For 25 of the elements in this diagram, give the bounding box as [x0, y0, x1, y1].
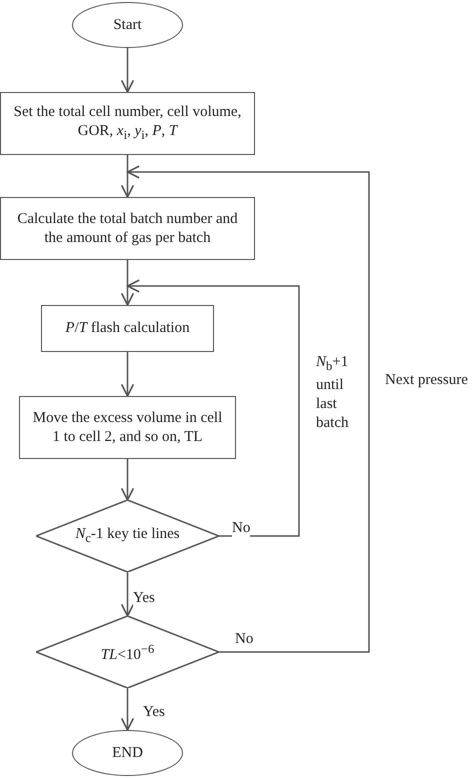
arrow	[120, 572, 134, 617]
process-box	[0, 197, 255, 260]
node-text: N$_{c}$-1 key tie lines	[75, 524, 180, 546]
arrow	[120, 352, 134, 397]
arrow	[120, 48, 134, 93]
node-text: Set the total cell number, cell volume, GOR, x$_{i}$, y$_{i}$, P, T	[12, 102, 242, 144]
arrow	[120, 459, 134, 501]
process-box	[0, 92, 255, 155]
process-box	[19, 396, 236, 459]
arrow	[126, 279, 300, 537]
node-text: P/T flash calculation	[65, 319, 190, 338]
arrow	[120, 155, 134, 198]
node-text: END	[112, 744, 143, 762]
node-text: Start	[113, 16, 142, 34]
decision-diamond	[36, 616, 219, 688]
node-text: Calculate the total batch number and the amount of gas per batch	[16, 210, 239, 248]
arrow	[120, 688, 134, 731]
decision-diamond	[36, 500, 219, 572]
edge-label: Yes	[133, 589, 155, 608]
process-box	[41, 305, 214, 352]
arrow	[126, 165, 370, 653]
edge-label: No	[232, 519, 250, 538]
node-text: TL<10$^{−6}$	[100, 640, 154, 664]
arrow	[120, 260, 134, 306]
node-text: Move the excess volume in cell 1 to cell 2, and so on, TL	[32, 408, 224, 446]
